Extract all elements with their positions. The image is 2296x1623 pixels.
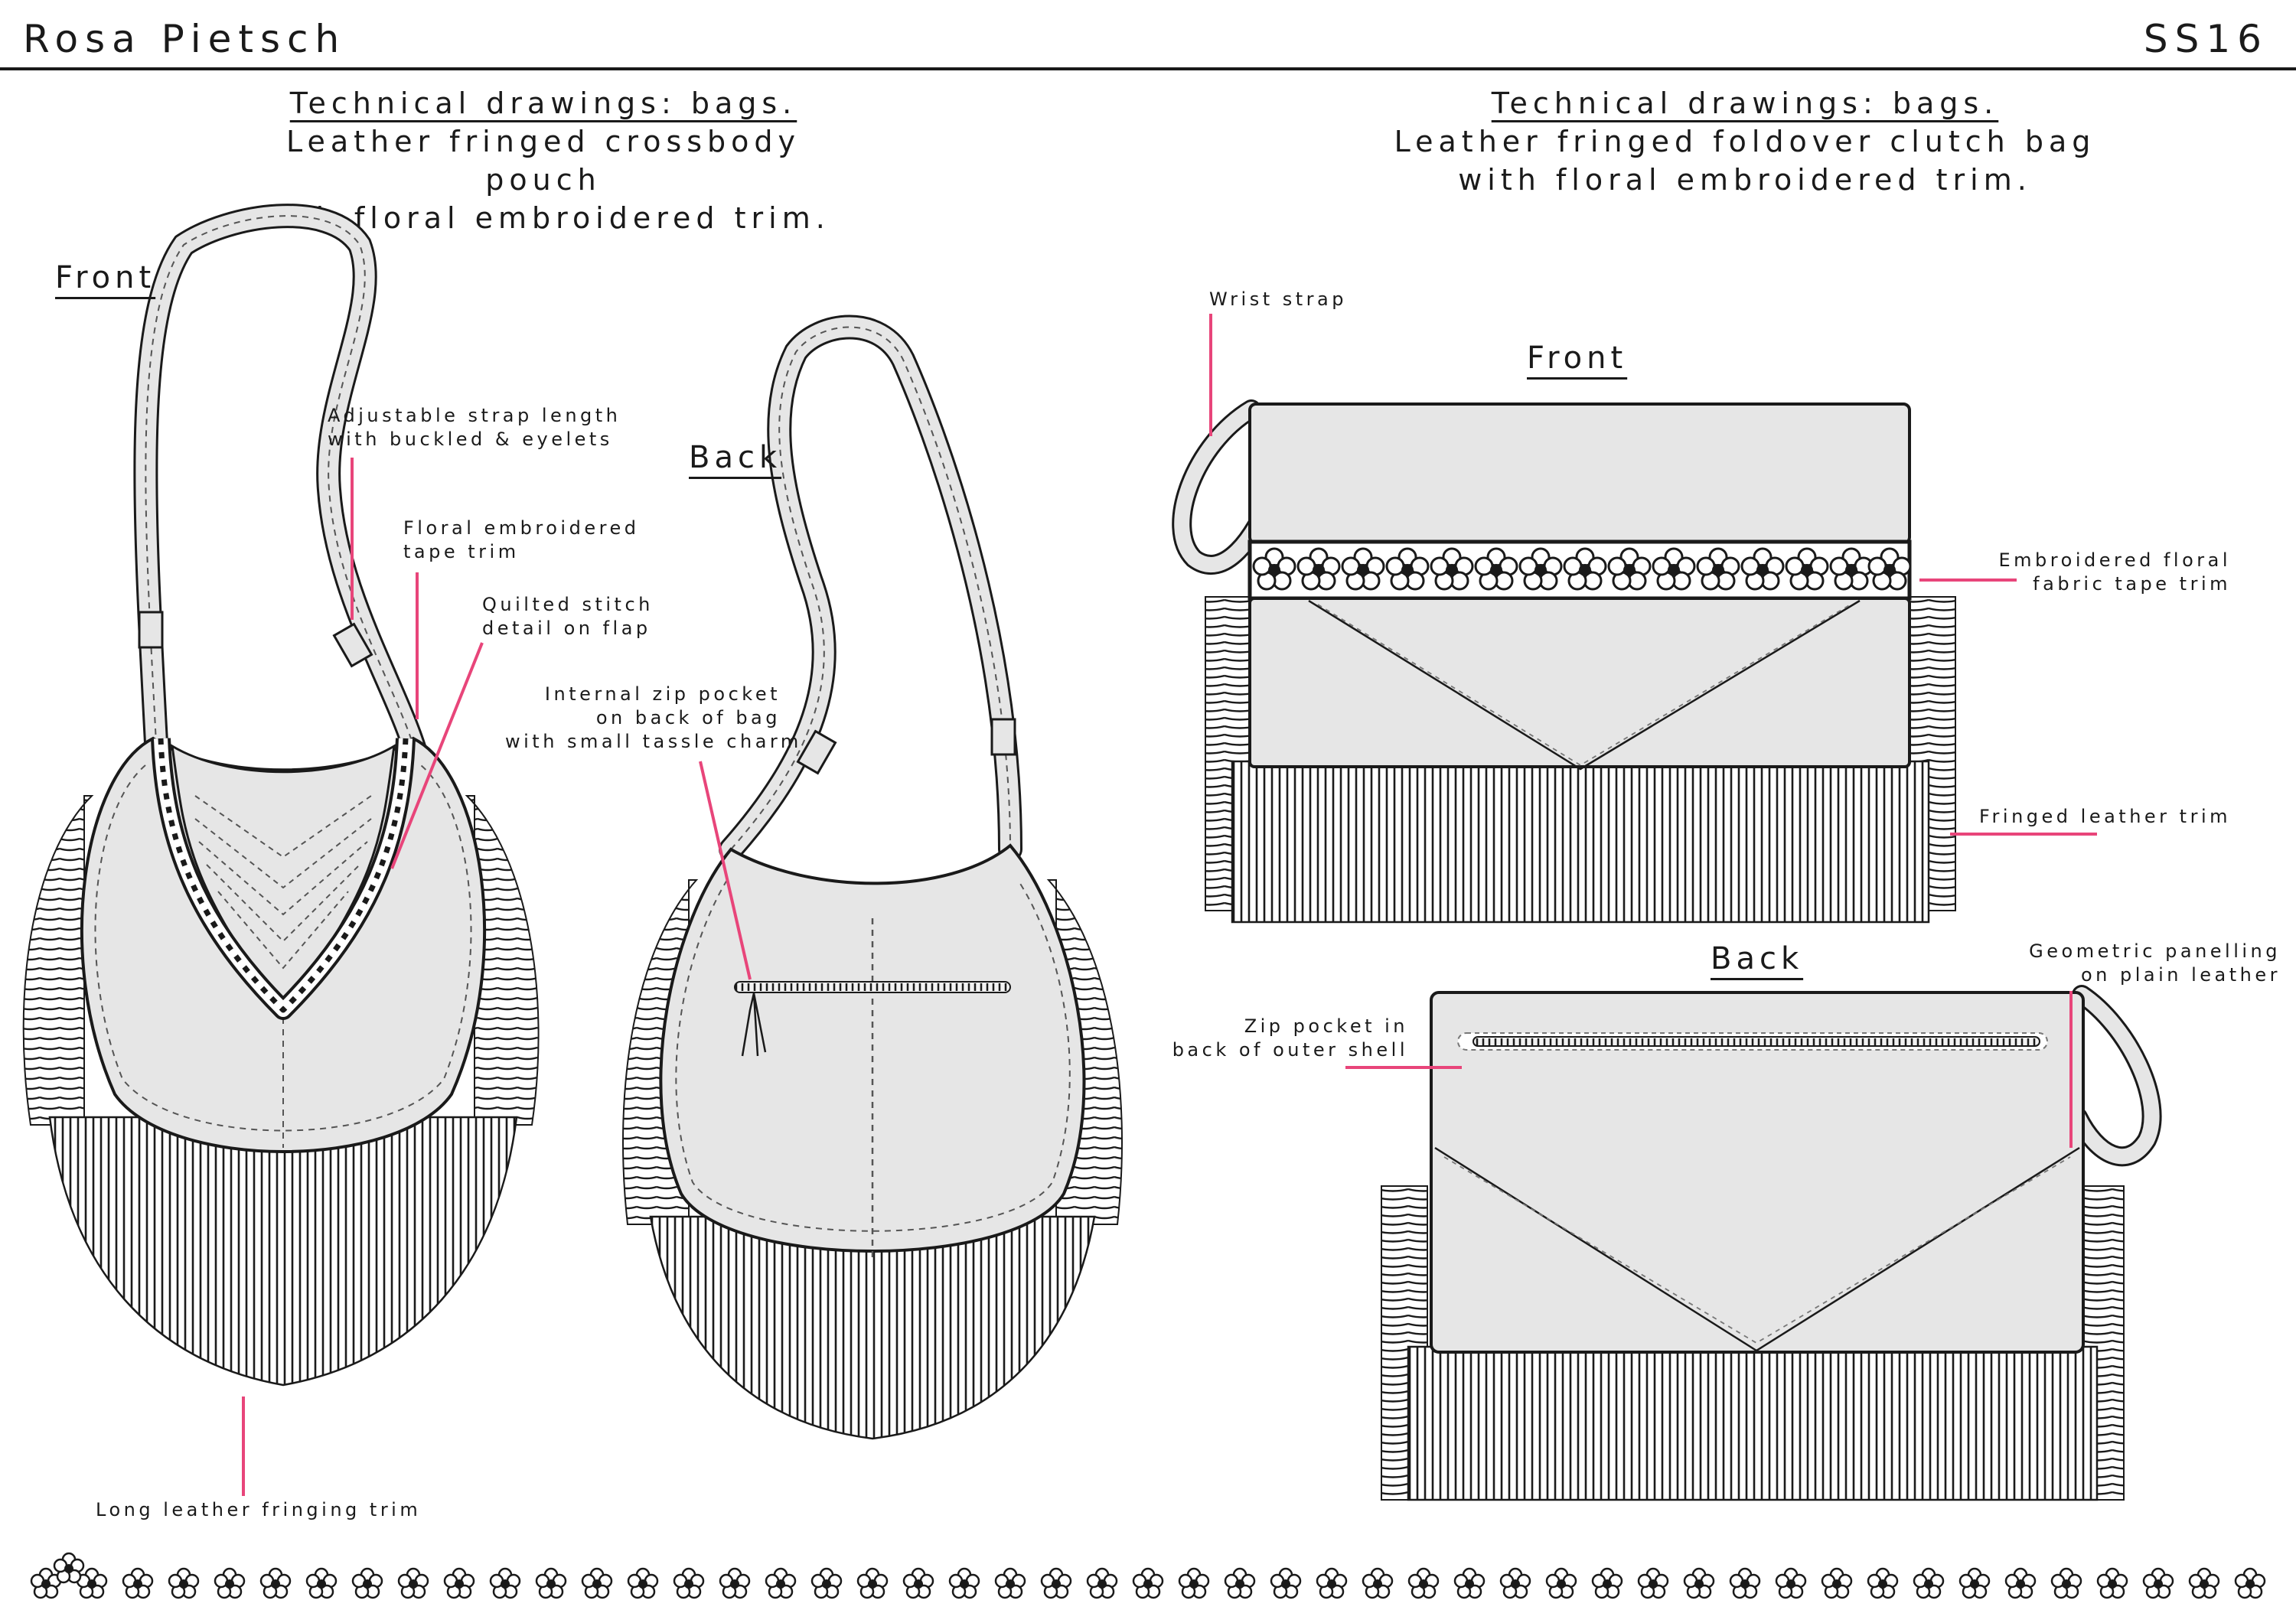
callout-long-fringe: Long leather fringing trim bbox=[96, 1499, 422, 1520]
left-back-label: Back bbox=[689, 440, 782, 475]
callout-adjustable-strap: Adjustable strap length with buckled & e… bbox=[328, 404, 621, 451]
callout-line: fabric tape trim bbox=[2033, 573, 2231, 595]
callout-wrist-strap: Wrist strap bbox=[1209, 288, 1347, 310]
clutch-back-drawing bbox=[1381, 985, 2162, 1501]
callout-line: with buckled & eyelets bbox=[328, 429, 613, 450]
left-title-block: Technical drawings: bags. Leather fringe… bbox=[230, 84, 857, 237]
callout-internal-zip: Internal zip pocket on back of bag with … bbox=[505, 683, 802, 754]
right-subtitle-1: Leather fringed foldover clutch bag bbox=[1394, 125, 2096, 158]
callout-floral-tape: Floral embroidered tape trim bbox=[403, 517, 639, 564]
season-code: SS16 bbox=[2143, 17, 2268, 61]
callout-line: Adjustable strap length bbox=[328, 405, 621, 426]
header-divider bbox=[0, 67, 2296, 70]
floral-border-icon bbox=[30, 1552, 2266, 1599]
callout-line: with small tassle charm bbox=[505, 731, 802, 752]
callout-line: Embroidered floral bbox=[1998, 549, 2231, 571]
callout-embroidered-floral: Embroidered floral fabric tape trim bbox=[1940, 549, 2231, 596]
callout-line: detail on flap bbox=[482, 618, 651, 639]
right-title: Technical drawings: bags. bbox=[1491, 86, 1999, 120]
left-front-label: Front bbox=[55, 260, 156, 295]
right-front-label: Front bbox=[1527, 341, 1628, 376]
crossbody-front-drawing bbox=[22, 204, 540, 1387]
callout-lines bbox=[242, 314, 2097, 1496]
callout-line: on plain leather bbox=[2080, 964, 2281, 986]
left-title: Technical drawings: bags. bbox=[289, 86, 797, 120]
callout-line: Floral embroidered bbox=[403, 517, 640, 539]
designer-name: Rosa Pietsch bbox=[23, 17, 347, 61]
left-subtitle-1: Leather fringed crossbody pouch bbox=[285, 125, 801, 197]
callout-zip-pocket: Zip pocket in back of outer shell bbox=[1163, 1015, 1408, 1062]
callout-fringed-leather: Fringed leather trim bbox=[1978, 806, 2231, 827]
callout-line: on back of bag bbox=[595, 707, 781, 728]
right-title-block: Technical drawings: bags. Leather fringe… bbox=[1362, 84, 2128, 199]
callout-line: Zip pocket in bbox=[1244, 1015, 1408, 1037]
callout-quilted-stitch: Quilted stitch detail on flap bbox=[482, 593, 654, 640]
callout-line: tape trim bbox=[403, 541, 520, 562]
callout-line: Internal zip pocket bbox=[544, 683, 781, 705]
callout-geometric-panelling: Geometric panelling on plain leather bbox=[1990, 940, 2281, 987]
callout-line: Quilted stitch bbox=[482, 594, 654, 615]
callout-line: Geometric panelling bbox=[2029, 940, 2281, 962]
clutch-front-drawing bbox=[1172, 399, 1956, 924]
right-back-label: Back bbox=[1711, 941, 1804, 976]
right-subtitle-2: with floral embroidered trim. bbox=[1458, 163, 2032, 197]
crossbody-back-drawing bbox=[622, 314, 1123, 1440]
callout-line: back of outer shell bbox=[1172, 1039, 1408, 1061]
